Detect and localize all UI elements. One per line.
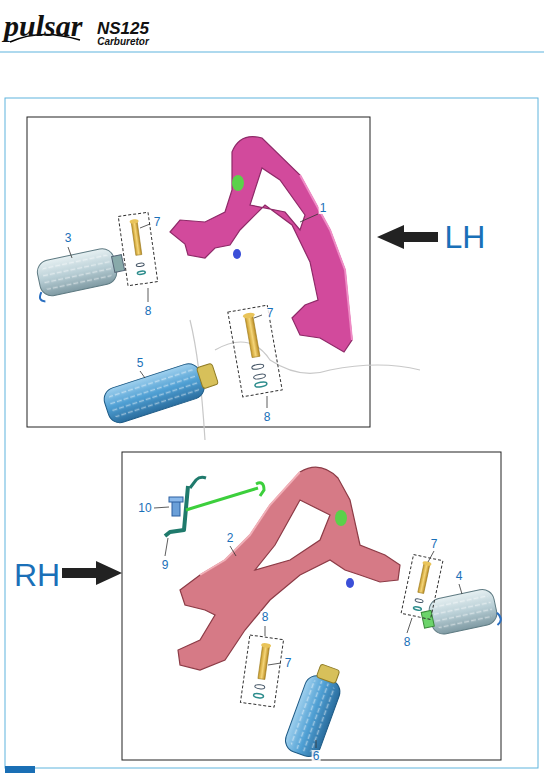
lh-rider-footpeg bbox=[33, 245, 128, 303]
page-frame bbox=[5, 98, 538, 768]
callout-number: 2 bbox=[226, 532, 235, 544]
callout-number: 7 bbox=[266, 307, 275, 319]
callout-number: 8 bbox=[144, 305, 153, 317]
model-name: NS125 bbox=[96, 20, 150, 37]
rh-pin-set bbox=[240, 635, 283, 707]
rh-rider-footpeg bbox=[419, 587, 502, 640]
rh-boss-blue bbox=[346, 578, 354, 588]
lh-boss-green bbox=[232, 175, 244, 191]
lh-footrest-bracket bbox=[170, 137, 352, 352]
rh-panel bbox=[122, 452, 501, 760]
callout-number: 8 bbox=[403, 636, 412, 648]
lh-arrow bbox=[377, 225, 438, 249]
side-label: RH bbox=[13, 559, 61, 591]
callout-number: 6 bbox=[312, 750, 321, 762]
logo-word: pulsar bbox=[3, 11, 83, 41]
callout-number: 7 bbox=[153, 216, 162, 228]
callout-number: 7 bbox=[284, 657, 293, 669]
page-tab bbox=[5, 766, 35, 773]
rh-footrest-bracket bbox=[178, 467, 400, 670]
rh-bracket-bolt bbox=[169, 497, 183, 516]
callout-number: 5 bbox=[136, 357, 145, 369]
rh-arrow bbox=[62, 561, 122, 585]
callout-number: 1 bbox=[319, 202, 328, 214]
callout-number: 8 bbox=[261, 611, 270, 623]
rh-pin-set bbox=[401, 555, 443, 620]
callout-number: 10 bbox=[137, 502, 152, 514]
callout-number: 3 bbox=[64, 232, 73, 244]
lh-panel bbox=[27, 117, 370, 427]
rh-boss-green bbox=[335, 510, 347, 526]
rh-heel-guard-bracket bbox=[165, 477, 264, 536]
variant-name: Carburetor bbox=[96, 37, 150, 47]
lh-bracket-highlight bbox=[300, 175, 352, 340]
lh-pillion-footpeg bbox=[101, 356, 221, 425]
watermark-stroke bbox=[190, 320, 420, 440]
leader-lines bbox=[68, 214, 462, 748]
callout-number: 8 bbox=[263, 411, 272, 423]
rh-bracket-highlight bbox=[200, 472, 300, 575]
header-rule bbox=[0, 51, 544, 52]
rh-pillion-footpeg bbox=[282, 661, 347, 760]
callout-number: 7 bbox=[430, 538, 439, 550]
callout-number: 9 bbox=[161, 559, 170, 571]
lh-boss-blue bbox=[233, 249, 241, 259]
side-label: LH bbox=[444, 221, 487, 253]
callout-number: 4 bbox=[455, 570, 464, 582]
lh-pin-set bbox=[228, 305, 282, 397]
